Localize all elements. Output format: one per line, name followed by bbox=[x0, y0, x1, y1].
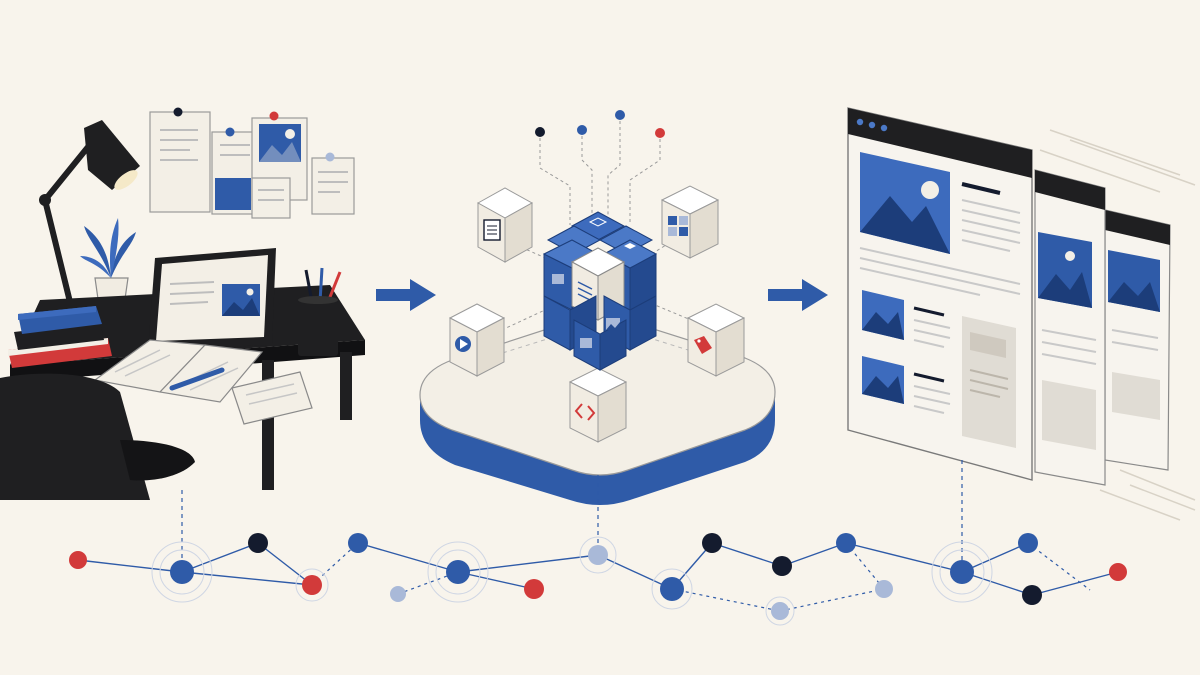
network-node bbox=[348, 533, 368, 553]
content-cube-cluster bbox=[542, 211, 658, 371]
network-node bbox=[1018, 533, 1038, 553]
network-node bbox=[302, 575, 322, 595]
network-node bbox=[248, 533, 268, 553]
window-dot bbox=[868, 121, 876, 129]
network-node bbox=[772, 556, 792, 576]
tablet-icon bbox=[148, 248, 276, 350]
workspace-scene bbox=[0, 107, 365, 500]
network-node bbox=[950, 560, 974, 584]
right-arrow-icon bbox=[376, 279, 436, 311]
right-arrow-icon bbox=[768, 279, 828, 311]
window-dot bbox=[856, 118, 864, 126]
plant-icon bbox=[80, 218, 136, 307]
code-icon bbox=[568, 367, 628, 443]
network-node bbox=[1109, 563, 1127, 581]
browser-window-icon bbox=[1104, 209, 1171, 471]
document-icon bbox=[476, 187, 534, 263]
published-pages-scene bbox=[847, 107, 1196, 521]
network-node bbox=[69, 551, 87, 569]
network-node bbox=[1022, 585, 1042, 605]
network-node bbox=[875, 580, 893, 598]
browser-window-icon bbox=[1034, 169, 1106, 486]
motion-lines bbox=[1039, 129, 1196, 521]
pencil-cup-icon bbox=[298, 267, 342, 356]
network-node bbox=[771, 602, 789, 620]
network-node bbox=[836, 533, 856, 553]
window-dot bbox=[880, 124, 888, 132]
notebook-icon bbox=[93, 339, 313, 425]
network-node bbox=[170, 560, 194, 584]
image-icon bbox=[606, 318, 620, 330]
pinned-notes-icon bbox=[149, 107, 355, 219]
network-node bbox=[660, 577, 684, 601]
play-icon bbox=[448, 303, 506, 377]
content-hub-scene bbox=[419, 110, 776, 505]
network-node bbox=[524, 579, 544, 599]
network-node bbox=[588, 545, 608, 565]
chair-icon bbox=[0, 373, 195, 500]
browser-window-icon bbox=[847, 107, 1033, 481]
tag-icon bbox=[686, 303, 746, 377]
book-stack-icon bbox=[8, 306, 112, 368]
network-node bbox=[702, 533, 722, 553]
network-node bbox=[446, 560, 470, 584]
network-graph bbox=[69, 460, 1127, 626]
network-node bbox=[390, 586, 406, 602]
image-grid-icon bbox=[660, 185, 720, 259]
